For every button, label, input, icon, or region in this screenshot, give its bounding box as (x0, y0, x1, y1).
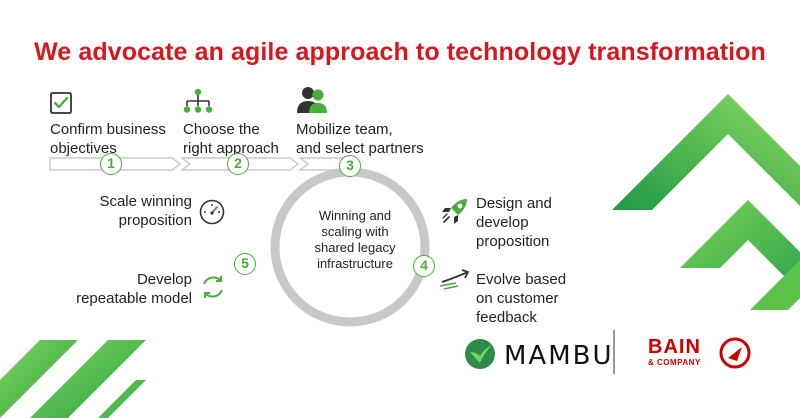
step-1-number: 1 (100, 153, 122, 175)
bain-logo: BAIN (648, 336, 701, 358)
step-4-number: 4 (413, 255, 435, 277)
scale-line-1: Scale winning (99, 193, 192, 210)
cycle-center-line-4: infrastructure (317, 256, 393, 271)
cycle-center-text: Winning and scaling with shared legacy i… (300, 208, 410, 272)
speed-arrow-icon (439, 269, 470, 290)
chevron-mid-right (680, 200, 800, 292)
stripe-bottom-left-1 (0, 340, 78, 418)
step-3-line-2: and select partners (296, 140, 424, 157)
cycle-arrows-icon (203, 276, 223, 298)
design-line-3: proposition (476, 233, 550, 250)
evolve-line-1: Evolve based (476, 271, 567, 288)
evolve-label: Evolve based on customer feedback (476, 270, 566, 327)
step-3-number: 3 (339, 155, 361, 177)
cycle-center-line-1: Winning and (318, 208, 392, 223)
hierarchy-icon (183, 88, 213, 113)
step-2-line-2: right approach (183, 140, 279, 157)
mambu-logo: MAMBU (504, 341, 614, 371)
scale-line-2: proposition (118, 212, 192, 229)
gauge-icon (199, 199, 225, 225)
cycle-center-line-2: scaling with (321, 224, 389, 239)
step-2-line-1: Choose the (183, 121, 260, 138)
cycle-center-line-3: shared legacy (314, 240, 396, 255)
rocket-icon (442, 199, 467, 224)
develop-label: Develop repeatable model (62, 270, 192, 308)
develop-line-2: repeatable model (76, 290, 192, 307)
stripe-bottom-left-2 (30, 340, 146, 418)
step-3-line-1: Mobilize team, (296, 121, 393, 138)
scale-label: Scale winning proposition (80, 192, 192, 230)
logo-divider (613, 330, 615, 374)
bain-logo-icon (719, 337, 751, 369)
chevron-bottom-right (750, 260, 800, 310)
step-5-number: 5 (234, 253, 256, 275)
team-icon (297, 87, 327, 113)
design-line-2: develop (476, 214, 529, 231)
step-2-number: 2 (227, 153, 249, 175)
step-3-label: Mobilize team, and select partners (296, 120, 424, 158)
step-1-line-2: objectives (50, 140, 117, 157)
develop-line-1: Develop (136, 271, 192, 288)
step-2-label: Choose the right approach (183, 120, 279, 158)
evolve-line-2: on customer (476, 290, 559, 307)
design-line-1: Design and (476, 195, 552, 212)
design-label: Design and develop proposition (476, 194, 552, 251)
checkbox-icon (50, 92, 72, 114)
page-title: We advocate an agile approach to technol… (34, 38, 766, 66)
mambu-logo-icon (465, 339, 495, 369)
evolve-line-3: feedback (476, 309, 537, 326)
step-1-label: Confirm business objectives (50, 120, 166, 158)
chevron-top-right (612, 94, 800, 210)
bain-logo-sub: & COMPANY (648, 358, 701, 367)
step-1-line-1: Confirm business (50, 121, 166, 138)
stripe-bottom-left-3 (98, 380, 146, 418)
